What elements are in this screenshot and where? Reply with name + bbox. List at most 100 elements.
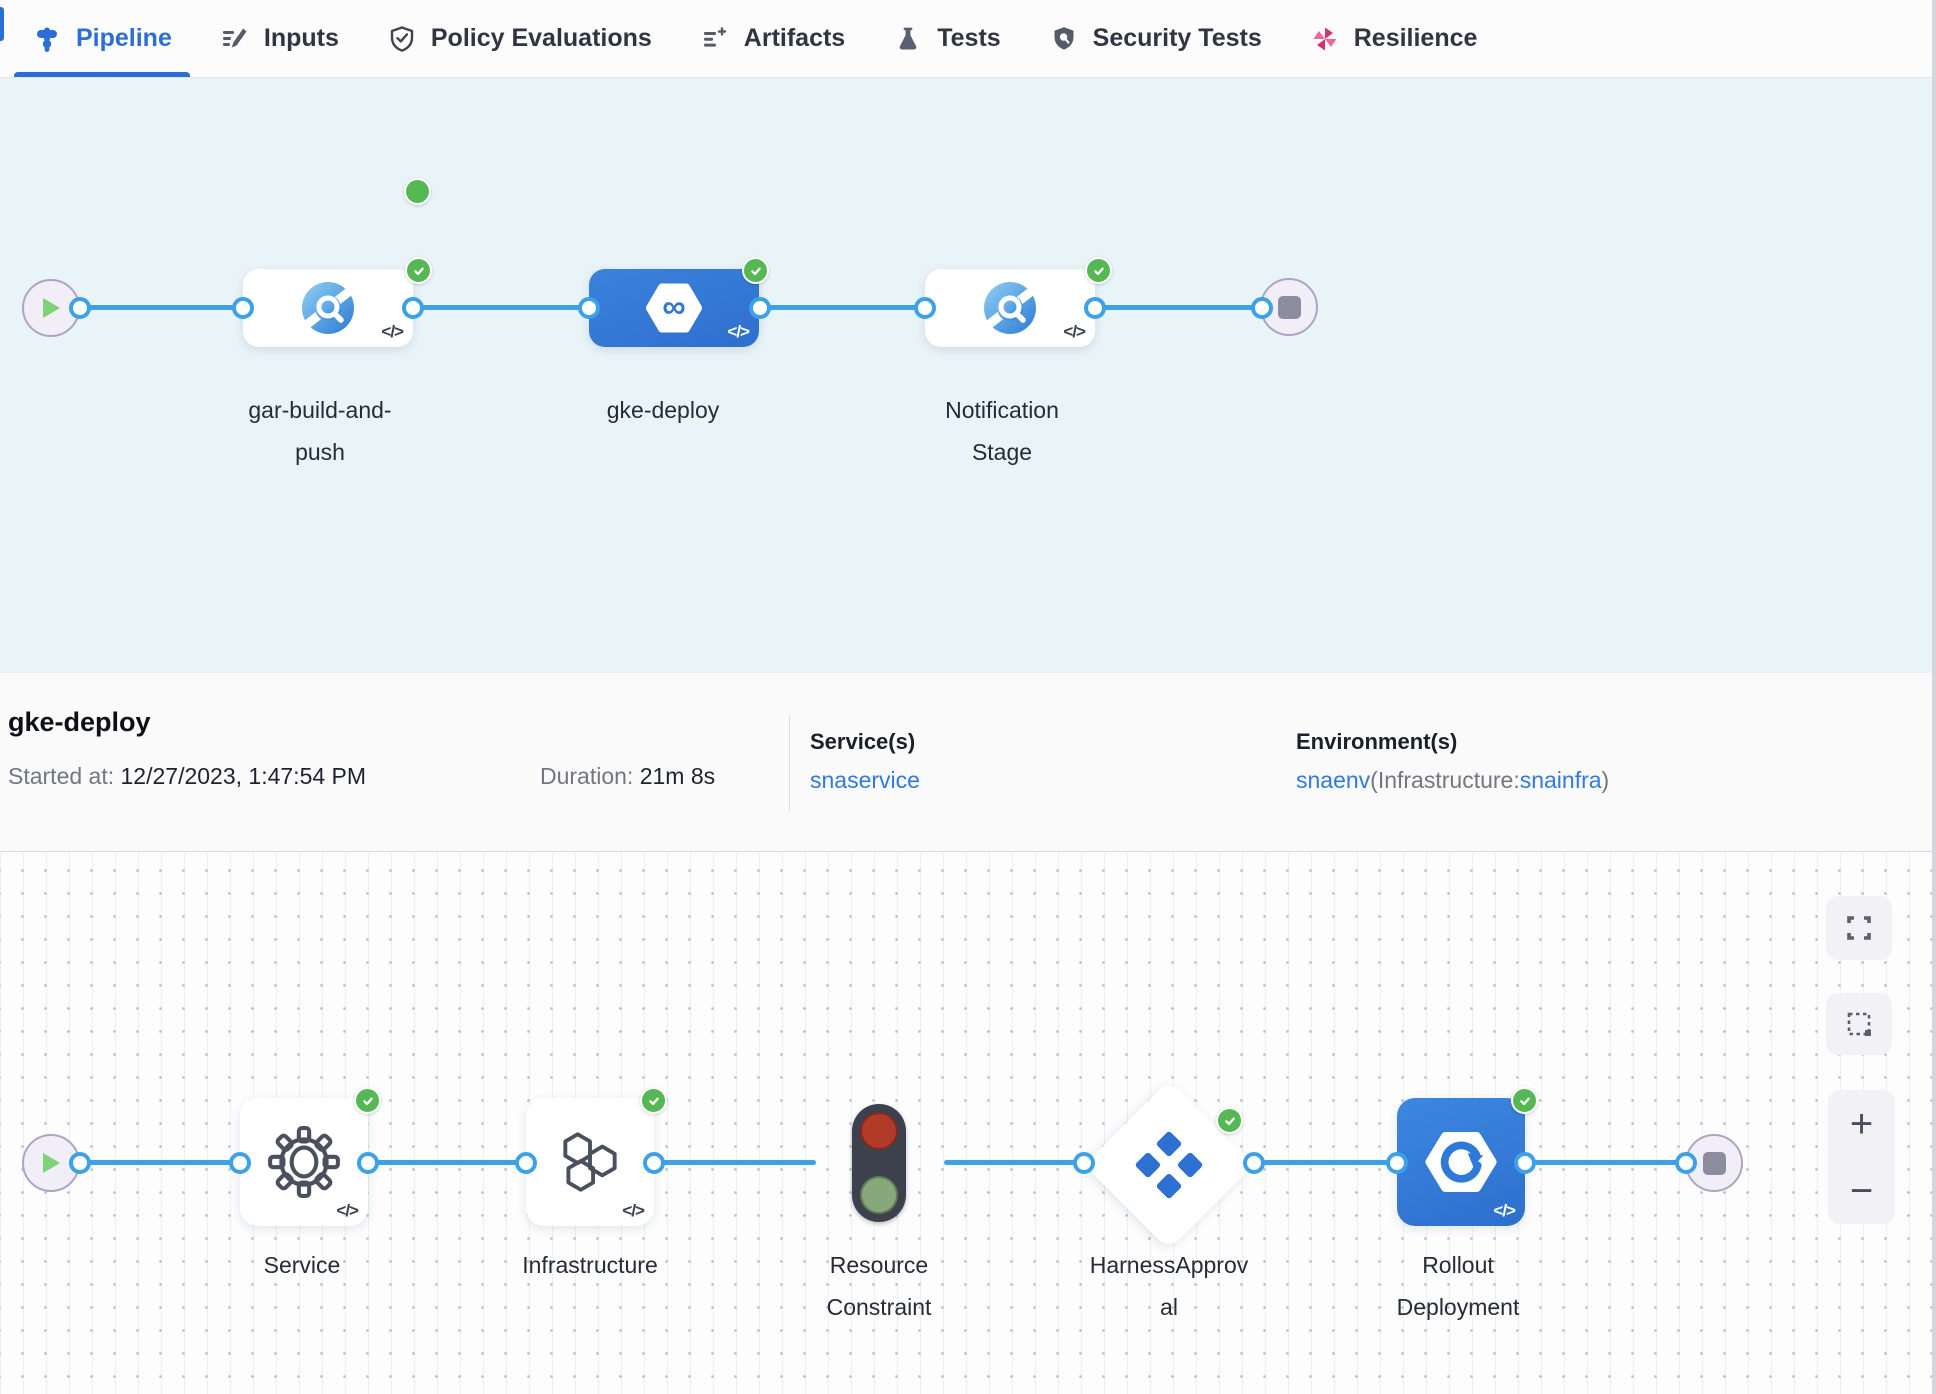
code-badge: </> <box>1493 1201 1516 1220</box>
code-badge: </> <box>727 322 750 341</box>
marquee-select-button[interactable] <box>1826 993 1892 1055</box>
started-at-label: Started at: <box>8 763 115 789</box>
approval-diamonds-icon <box>1135 1131 1203 1199</box>
port[interactable] <box>1084 297 1106 319</box>
step-label[interactable]: Rollout Deployment <box>1396 1252 1520 1320</box>
tab-label: Artifacts <box>743 24 846 52</box>
success-check-icon <box>1511 1087 1538 1114</box>
marquee-selection-icon <box>1847 1012 1871 1036</box>
play-icon <box>43 1153 60 1173</box>
left-edge-accent <box>0 7 4 41</box>
port[interactable] <box>578 297 600 319</box>
tab-tests[interactable]: Tests <box>869 0 1024 77</box>
port[interactable] <box>357 1152 379 1174</box>
port[interactable] <box>1386 1152 1408 1174</box>
traffic-light-red <box>860 1112 898 1150</box>
tab-artifacts[interactable]: Artifacts <box>676 0 869 77</box>
success-check-icon <box>1216 1107 1243 1134</box>
port[interactable] <box>1514 1152 1536 1174</box>
port[interactable] <box>1073 1152 1095 1174</box>
step-label[interactable]: Service <box>263 1252 341 1278</box>
success-check-icon <box>405 257 432 284</box>
tab-inputs[interactable]: Inputs <box>196 0 363 77</box>
infrastructure-prefix: (Infrastructure: <box>1370 767 1520 793</box>
success-check-icon <box>354 1087 381 1114</box>
step-node-service[interactable]: </> <box>240 1098 368 1226</box>
duration: Duration: 21m 8s <box>540 763 715 790</box>
infrastructure-link[interactable]: snainfra <box>1519 767 1602 793</box>
tab-security-tests[interactable]: Security Tests <box>1025 0 1286 77</box>
code-badge: </> <box>622 1201 645 1220</box>
port[interactable] <box>515 1152 537 1174</box>
gear-icon <box>268 1126 340 1198</box>
stage-title: gke-deploy <box>8 707 151 737</box>
port[interactable] <box>1243 1152 1265 1174</box>
environment-value: snaenv(Infrastructure:snainfra) <box>1296 767 1609 794</box>
rollout-deployment-icon <box>1425 1132 1497 1192</box>
stage-label[interactable]: Notification Stage <box>945 397 1059 465</box>
stage-node-gar-build-and-push[interactable]: </> <box>243 178 431 347</box>
tab-pipeline[interactable]: Pipeline <box>8 0 196 77</box>
stage-details-bar: gke-deploy Started at: 12/27/2023, 1:47:… <box>0 673 1936 852</box>
success-check-icon <box>640 1087 667 1114</box>
step-label[interactable]: HarnessApproval <box>1089 1252 1249 1320</box>
port[interactable] <box>232 297 254 319</box>
port[interactable] <box>1675 1152 1697 1174</box>
duration-label: Duration: <box>540 763 634 789</box>
execution-graph-canvas[interactable]: </> </> <box>0 852 1936 1394</box>
stage-label[interactable]: gke-deploy <box>606 397 720 423</box>
environment-link[interactable]: snaenv <box>1296 767 1371 793</box>
port[interactable] <box>69 1152 91 1174</box>
step-node-infrastructure[interactable]: </> <box>526 1098 654 1226</box>
duration-value: 21m 8s <box>639 763 716 789</box>
traffic-light-icon[interactable] <box>852 1104 906 1222</box>
zoom-out-button[interactable]: − <box>1849 1168 1874 1213</box>
zoom-in-button[interactable]: + <box>1849 1101 1874 1146</box>
security-tests-icon <box>1054 26 1074 50</box>
fullscreen-button[interactable] <box>1826 896 1892 960</box>
tab-bar: Pipeline Inputs Policy Evaluations <box>0 0 1936 78</box>
connector-line <box>944 1160 1714 1165</box>
port[interactable] <box>69 297 91 319</box>
step-node-harness-approval[interactable] <box>1084 1080 1254 1250</box>
zoom-controls: + − <box>1828 1090 1895 1224</box>
traffic-light-green <box>860 1176 898 1214</box>
pipeline-icon <box>37 27 57 52</box>
tab-label: Policy Evaluations <box>430 24 652 52</box>
port[interactable] <box>749 297 771 319</box>
port[interactable] <box>914 297 936 319</box>
tab-policy-evaluations[interactable]: Policy Evaluations <box>363 0 676 77</box>
step-label[interactable]: Resource Constraint <box>826 1252 932 1320</box>
infrastructure-suffix: ) <box>1601 767 1610 793</box>
stage-node-notification[interactable]: </> <box>925 269 1095 347</box>
stage-node-gke-deploy[interactable]: ∞ </> <box>589 269 759 347</box>
step-node-rollout-deployment[interactable]: </> <box>1397 1098 1525 1226</box>
code-badge: </> <box>1063 322 1086 341</box>
success-check-icon <box>742 257 769 284</box>
svg-text:∞: ∞ <box>662 287 685 324</box>
port[interactable] <box>643 1152 665 1174</box>
custom-stage-icon <box>982 282 1038 334</box>
divider <box>789 715 790 811</box>
policy-evaluations-icon <box>390 25 414 52</box>
port[interactable] <box>1251 297 1273 319</box>
inputs-icon <box>222 28 247 47</box>
connector-line <box>51 1160 816 1165</box>
port[interactable] <box>229 1152 251 1174</box>
hexagons-icon <box>563 1132 617 1192</box>
tab-resilience[interactable]: Resilience <box>1286 0 1502 77</box>
service-link[interactable]: snaservice <box>810 767 920 793</box>
success-check-icon <box>1085 257 1112 284</box>
step-label[interactable]: Infrastructure <box>522 1252 658 1278</box>
tab-label: Inputs <box>263 24 339 52</box>
success-check-icon <box>404 178 431 205</box>
execution-start-node[interactable] <box>22 1134 80 1192</box>
active-tab-underline <box>14 72 190 77</box>
environments-label: Environment(s) <box>1296 729 1458 754</box>
code-badge: </> <box>336 1201 359 1220</box>
stage-label[interactable]: gar-build-and-push <box>248 397 392 465</box>
port[interactable] <box>402 297 424 319</box>
stop-icon <box>1702 1151 1726 1175</box>
stage-pipeline-canvas[interactable]: </> ∞ </> </> <box>0 78 1936 673</box>
service-link-wrap: snaservice <box>810 767 920 794</box>
